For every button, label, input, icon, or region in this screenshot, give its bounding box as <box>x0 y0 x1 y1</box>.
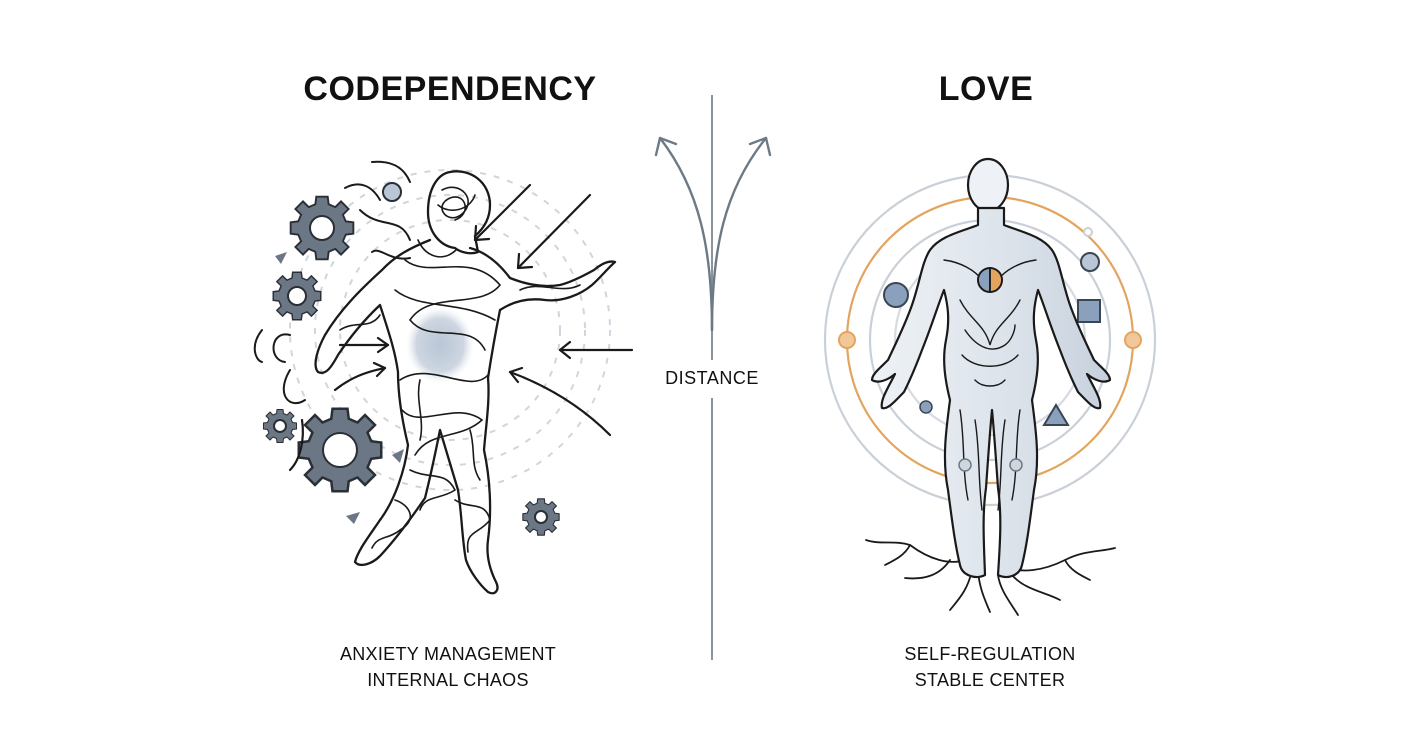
gear-icon <box>272 271 322 321</box>
diverging-arrows-icon <box>654 136 772 332</box>
caption-line: ANXIETY MANAGEMENT <box>339 644 557 664</box>
caption-line: STABLE CENTER <box>914 670 1066 690</box>
gear-icon <box>297 407 383 493</box>
gear-icon <box>522 498 560 536</box>
tangled-figure-icon <box>253 160 634 595</box>
distance-divider <box>654 95 772 660</box>
heart-center-icon <box>977 267 1003 293</box>
distance-label: DISTANCE <box>640 368 784 389</box>
love-title: LOVE <box>938 70 1034 108</box>
caption-line: INTERNAL CHAOS <box>367 670 529 690</box>
rooted-figure-icon <box>823 157 1157 616</box>
caption-line: SELF-REGULATION <box>904 644 1076 664</box>
core-blob <box>406 307 474 383</box>
codependency-caption: ANXIETY MANAGEMENT INTERNAL CHAOS <box>248 641 648 693</box>
love-caption: SELF-REGULATION STABLE CENTER <box>790 641 1190 693</box>
codependency-title: CODEPENDENCY <box>303 70 597 108</box>
gear-icon <box>263 409 297 443</box>
gear-icon <box>289 195 355 261</box>
